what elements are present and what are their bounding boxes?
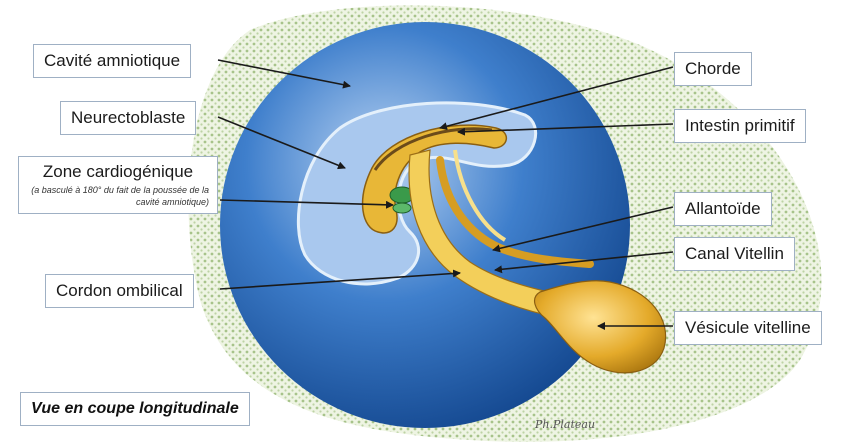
- label-zone-cardiogenique: Zone cardiogénique (a basculé à 180° du …: [18, 156, 218, 214]
- label-cordon-ombilical: Cordon ombilical: [45, 274, 194, 308]
- label-neurectoblaste: Neurectoblaste: [60, 101, 196, 135]
- label-cavite-amniotique: Cavité amniotique: [33, 44, 191, 78]
- label-zone-cardiogenique-title: Zone cardiogénique: [27, 162, 209, 182]
- label-zone-cardiogenique-note: (a basculé à 180° du fait de la poussée …: [27, 184, 209, 208]
- signature: Ph.Plateau: [534, 418, 595, 431]
- label-intestin-primitif: Intestin primitif: [674, 109, 806, 143]
- label-chorde: Chorde: [674, 52, 752, 86]
- caption-vue-coupe: Vue en coupe longitudinale: [20, 392, 250, 426]
- label-allantoide: Allantoïde: [674, 192, 772, 226]
- cardiogenic-zone-shape-2: [393, 203, 411, 213]
- label-vesicule-vitelline: Vésicule vitelline: [674, 311, 822, 345]
- label-canal-vitellin: Canal Vitellin: [674, 237, 795, 271]
